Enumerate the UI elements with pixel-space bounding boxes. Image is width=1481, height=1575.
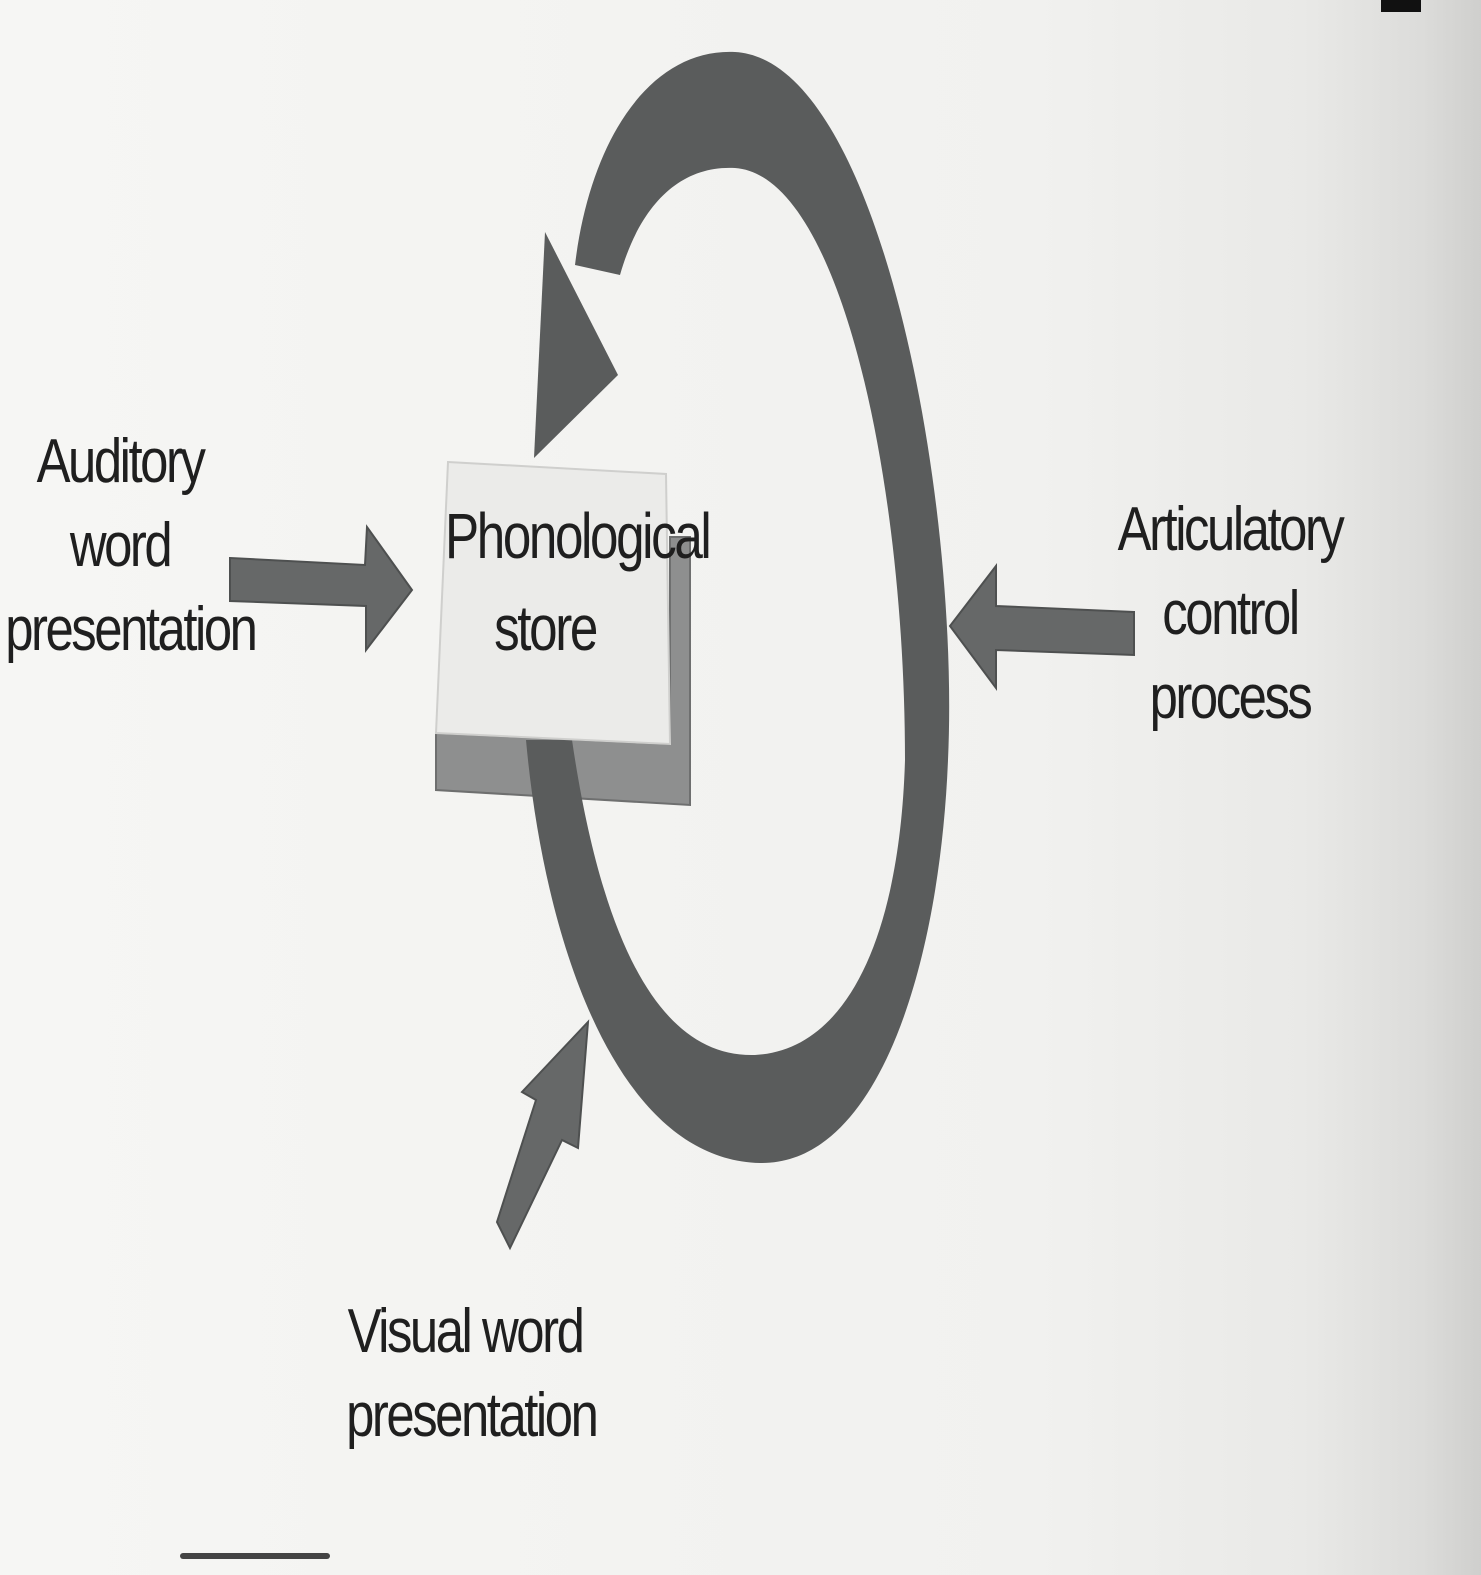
articulatory-input-label: Articulatory control process	[1115, 488, 1345, 740]
auditory-input-label: Auditory word presentation	[5, 420, 258, 672]
auditory-input-arrow	[229, 524, 414, 653]
visual-input-label: Visual word presentation	[346, 1290, 599, 1458]
articulatory-label-line3: process	[1149, 663, 1313, 732]
auditory-label-line1: Auditory	[36, 427, 206, 496]
articulatory-label-line1: Articulatory	[1117, 495, 1345, 564]
visual-label-line1: Visual word	[347, 1297, 585, 1366]
page-bottom-mark	[180, 1553, 330, 1559]
rehearsal-loop-upper	[575, 51, 950, 760]
phonological-store-label: Phonological store	[445, 490, 712, 674]
phonological-store-box	[434, 460, 672, 746]
rehearsal-loop-lower	[526, 740, 948, 1164]
rehearsal-loop-arrowhead	[534, 232, 618, 458]
page-edge-mark	[1381, 0, 1421, 12]
auditory-label-line3: presentation	[5, 595, 258, 664]
articulatory-label-line2: control	[1162, 579, 1300, 648]
articulatory-input-arrow	[948, 563, 1135, 692]
visual-label-line2: presentation	[346, 1381, 599, 1450]
auditory-label-line2: word	[69, 511, 173, 580]
visual-input-arrow	[495, 1019, 590, 1251]
store-label-line2: store	[494, 592, 598, 664]
store-label-line1: Phonological	[445, 500, 712, 572]
